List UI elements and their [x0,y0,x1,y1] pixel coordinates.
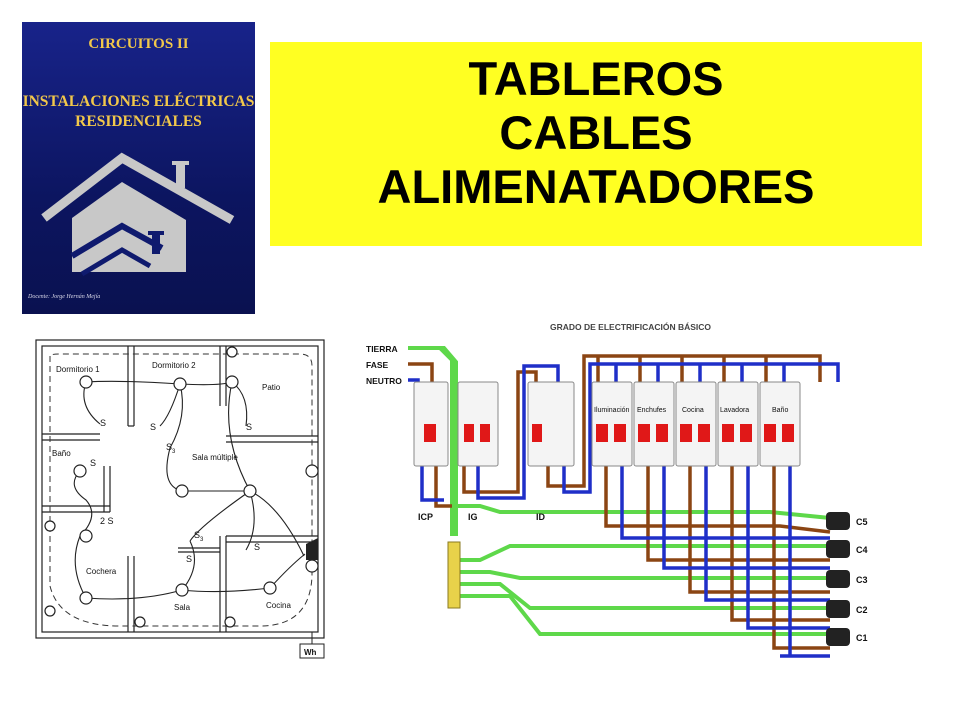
panel-title: GRADO DE ELECTRIFICACIÓN BÁSICO [550,321,711,332]
room-cocina: Cocina [266,601,291,610]
floor-plan-diagram: Dormitorio 1 Dormitorio 2 Patio Baño Sal… [35,339,325,659]
breaker-circuit-2 [633,381,675,467]
input-fase: FASE [366,360,389,370]
room-cochera: Cochera [86,567,117,576]
breaker-ig [457,381,499,467]
cover-subtitle-line2: RESIDENCIALES [75,113,202,130]
switch-label: S [254,542,260,552]
room-sala-multiple: Sala múltiple [192,453,238,462]
conduit-c1 [826,628,850,646]
conduit-c3 [826,570,850,588]
switch-label: S [150,422,156,432]
room-bano: Baño [52,449,71,458]
room-sala: Sala [174,603,191,612]
circuit-label: Iluminación [594,407,630,414]
breaker-circuit-3 [675,381,717,467]
switch-label: S [246,422,252,432]
output-label: C2 [856,605,868,615]
switch-label: S [100,418,106,428]
title-line-1: TABLEROS [468,52,724,105]
output-label: C3 [856,575,868,585]
switch-label: S [186,554,192,564]
cover-author: Docente: Jorge Hernán Mejía [28,294,101,300]
output-label: C5 [856,517,868,527]
breaker-circuit-5 [759,381,801,467]
circuit-label: Baño [772,407,788,414]
breaker-circuit-1 [591,381,633,467]
switch-3way-label: S3 [166,442,176,455]
meter-label: Wh [304,648,317,657]
circuit-label: Cocina [682,407,704,414]
cover-subtitle: INSTALACIONES ELÉCTRICAS RESIDENCIALES [22,92,255,132]
circuit-label: Lavadora [720,407,749,414]
room-patio: Patio [262,383,281,392]
switch-label: S [90,458,96,468]
conduit-c2 [826,600,850,618]
device-id: ID [536,512,546,522]
output-label: C1 [856,633,868,643]
title-banner: TABLEROS CABLES ALIMENATADORES [270,42,922,246]
breaker-id [527,381,575,467]
cover-subtitle-line1: INSTALACIONES ELÉCTRICAS [22,93,255,110]
cover-course: CIRCUITOS II [88,36,189,52]
title-line-3: ALIMENATADORES [377,160,815,213]
breaker-circuit-4 [717,381,759,467]
switch-3way-label: S3 [194,530,204,543]
distribution-panel-diagram: GRADO DE ELECTRIFICACIÓN BÁSICO TIERRA F… [366,321,868,658]
output-label: C4 [856,545,868,555]
conduit-c4 [826,540,850,558]
house-icon [41,152,235,277]
circuit-label: Enchufes [637,407,667,414]
switch-label-double: 2 S [100,516,114,526]
input-neutro: NEUTRO [366,376,402,386]
room-dormitorio-2: Dormitorio 2 [152,361,196,370]
title-line-2: CABLES [499,106,693,159]
conduit-c5 [826,512,850,530]
input-tierra: TIERRA [366,344,398,354]
device-ig: IG [468,512,478,522]
room-dormitorio-1: Dormitorio 1 [56,365,100,374]
device-icp: ICP [418,512,433,522]
book-cover: CIRCUITOS II INSTALACIONES ELÉCTRICAS RE… [22,22,255,314]
